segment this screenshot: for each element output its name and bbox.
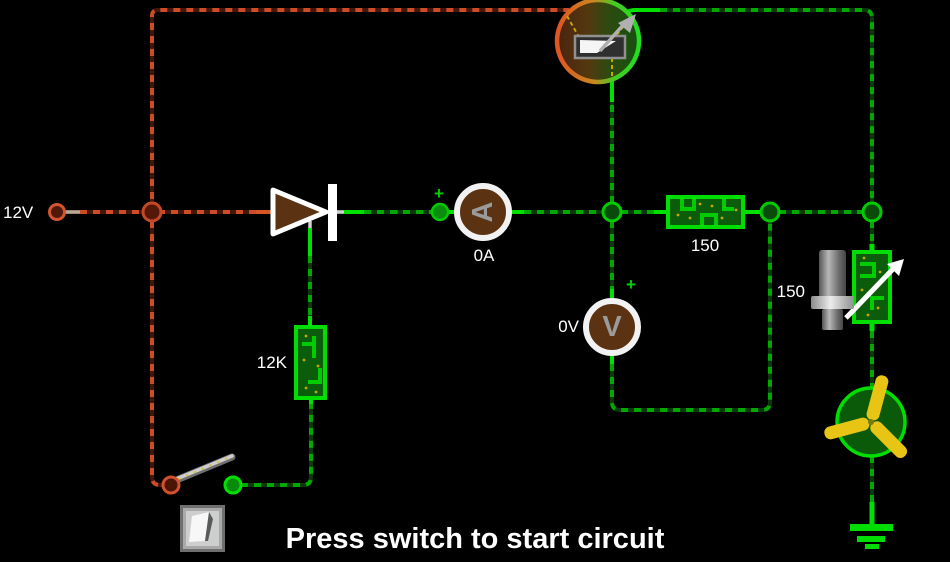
- switch[interactable]: [161, 453, 243, 495]
- potentiometer-arrow-head: [618, 14, 636, 33]
- wire-switch-to-resistor12k[interactable]: [241, 398, 313, 487]
- ammeter-polarity-mark: +: [434, 184, 444, 203]
- resistor-150-label: 150: [690, 236, 720, 255]
- wire-base: [150, 8, 569, 212]
- ammeter-symbol: A: [467, 201, 499, 223]
- fan-blades: [824, 375, 908, 459]
- wire-dash: [660, 8, 874, 203]
- slider-knob[interactable]: [811, 250, 854, 330]
- wire-dash: [150, 8, 569, 212]
- junction-node-rail: [861, 201, 883, 223]
- voltmeter-reading: 0V: [558, 317, 579, 336]
- switch-terminal-out[interactable]: [223, 475, 243, 495]
- diode-anode: [270, 187, 329, 237]
- wire-collector-top[interactable]: [625, 8, 874, 203]
- voltmeter-polarity-mark: +: [626, 275, 636, 294]
- resistor-12k-track: [302, 336, 322, 384]
- ammeter-reading: 0A: [473, 246, 495, 265]
- resistor-150-track: [680, 199, 734, 225]
- wire-dash: [241, 404, 313, 487]
- variable-resistor-arrow-head: [887, 259, 904, 276]
- variable-resistor-track: [860, 262, 884, 310]
- wire-solid: [625, 8, 660, 14]
- slider-flange: [811, 296, 854, 309]
- switch-button-rocker: [189, 512, 209, 542]
- status-message: Press switch to start circuit: [285, 523, 665, 555]
- wire-dash: [610, 221, 772, 412]
- voltmeter[interactable]: [583, 298, 641, 356]
- variable-resistor-150-label: 150: [776, 282, 805, 301]
- wire-supply-top[interactable]: [150, 8, 569, 212]
- switch-terminal-live[interactable]: [161, 475, 181, 495]
- variable-resistor-dots: [860, 256, 882, 317]
- potentiometer-arrow-shaft: [598, 22, 626, 53]
- resistor-12k-label: 12K: [256, 353, 287, 372]
- ground-bar-2: [857, 536, 885, 542]
- slider-shaft: [819, 250, 846, 300]
- wire-supply-to-switch[interactable]: [150, 221, 164, 487]
- junction-node-right: [759, 201, 781, 223]
- wire-dash: [150, 221, 164, 487]
- ammeter-plus-node: [430, 202, 450, 222]
- diode[interactable]: [270, 184, 337, 241]
- potentiometer[interactable]: [554, 0, 642, 85]
- ammeter[interactable]: [454, 183, 512, 241]
- resistor-150[interactable]: [666, 195, 745, 229]
- resistor-150-body: [666, 195, 745, 229]
- wire-base: [625, 8, 874, 203]
- resistor-12k-dots: [302, 334, 320, 394]
- ground-bar-3: [865, 544, 879, 549]
- junction-node-center: [601, 201, 623, 223]
- resistor-12k-body: [294, 325, 327, 400]
- junction-node-left: [141, 201, 163, 223]
- voltmeter-symbol: V: [602, 311, 622, 343]
- variable-resistor-arrow-shaft: [844, 266, 896, 320]
- switch-button-shadow: [205, 512, 213, 541]
- ground-symbol[interactable]: [850, 524, 893, 549]
- fan-motor[interactable]: [823, 374, 910, 461]
- battery-terminal[interactable]: [48, 203, 66, 221]
- switch-button[interactable]: [180, 505, 225, 552]
- diode-cathode-bar: [328, 184, 337, 241]
- resistor-150-dots: [676, 202, 738, 220]
- slider-stem: [822, 309, 843, 330]
- variable-resistor-150[interactable]: [844, 250, 904, 324]
- battery-label: 12V: [3, 203, 34, 222]
- resistor-12k[interactable]: [294, 325, 327, 400]
- wire-base: [241, 404, 313, 487]
- ground-bar-1: [850, 524, 893, 531]
- switch-lever-dots: [177, 457, 229, 480]
